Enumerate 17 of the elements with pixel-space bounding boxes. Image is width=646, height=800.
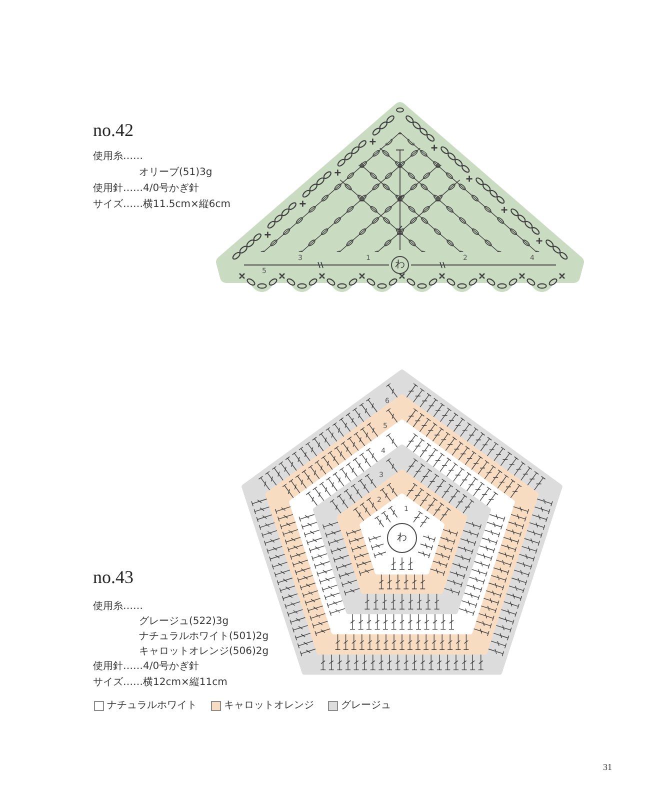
legend-text: キャロットオレンジ [224,700,314,712]
materials-text: サイズ……横12cm×縦11cm [93,677,228,689]
materials-text: 使用糸…… [93,151,143,163]
materials-text: サイズ……横11.5cm×縦6cm [93,199,230,211]
ring-label: わ [397,533,407,543]
materials-text: キャロットオレンジ(506)2g [139,646,269,658]
materials-text: 使用糸…… [93,601,143,613]
pattern-title: no.42 [93,121,134,139]
pattern-title: no.43 [93,568,134,586]
legend-text: グレージュ [341,700,391,712]
legend-text: ナチュラルホワイト [107,700,197,712]
materials-text: グレージュ(522)3g [139,616,229,628]
materials-text: 使用針……4/0号かぎ針 [93,183,200,195]
materials-text: ナチュラルホワイト(501)2g [139,631,269,643]
materials-text: 使用針……4/0号かぎ針 [93,661,200,673]
page-number: 31 [603,763,612,772]
materials-text: オリーブ(51)3g [139,167,212,179]
